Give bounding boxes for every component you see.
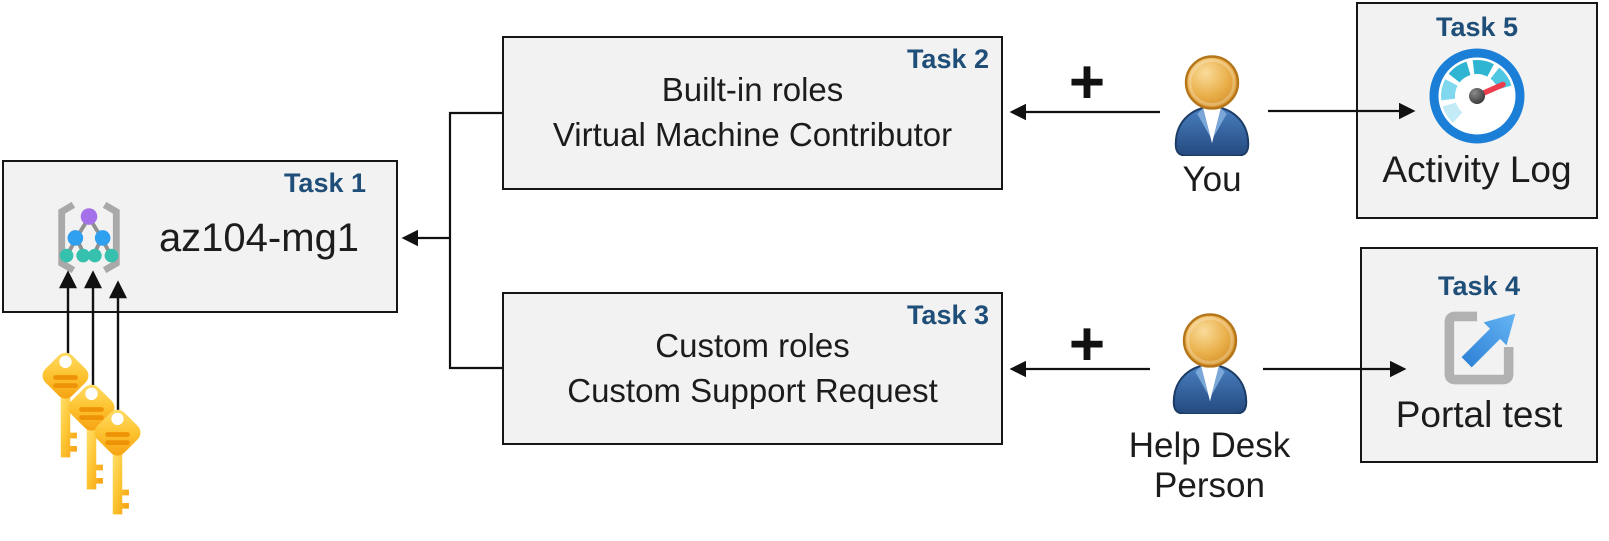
task3-line2: Custom Support Request [567, 371, 938, 409]
actor-help-desk: Help Desk Person [1129, 312, 1290, 507]
task1-title: az104-mg1 [158, 216, 360, 260]
task3-line1: Custom roles [655, 326, 850, 364]
activity-log-gauge-icon [1427, 46, 1527, 146]
person-icon [1163, 54, 1261, 156]
task1-label: Task 1 [283, 168, 366, 198]
task2-line2: Virtual Machine Contributor [552, 116, 953, 153]
task3-box: Task 3 Custom roles Custom Support Reque… [502, 292, 1003, 445]
task4-box: Task 4 Portal test [1360, 247, 1598, 463]
key-icon [90, 405, 145, 515]
task4-label: Task 4 [1437, 271, 1521, 301]
portal-test-icon [1435, 304, 1523, 392]
connector-elbow-tasks23 [448, 111, 502, 370]
task5-content: Task 5 Activity Log [1358, 4, 1596, 217]
plus-sign-bottom: + [1068, 309, 1106, 379]
task3-label: Task 3 [906, 300, 989, 330]
actor-help-desk-label: Help Desk Person [1129, 426, 1290, 507]
task5-box: Task 5 Activity Log [1356, 2, 1598, 219]
task4-content: Task 4 Portal test [1362, 249, 1596, 461]
actor-you: You [1157, 54, 1267, 200]
task1-content: az104-mg1 [4, 162, 396, 311]
management-group-icon [50, 197, 128, 277]
actor-help-desk-line1: Help Desk [1128, 426, 1291, 465]
key-icon [38, 348, 93, 458]
task2-box: Task 2 Built-in roles Virtual Machine Co… [502, 36, 1003, 190]
plus-sign-top: + [1068, 47, 1106, 117]
task2-line1: Built-in roles [661, 71, 844, 109]
actor-you-label: You [1182, 160, 1242, 199]
task3-content: Custom roles Custom Support Request [504, 294, 1001, 443]
task5-title: Activity Log [1382, 149, 1572, 190]
task1-box: Task 1 az104-mg1 [2, 160, 398, 313]
task2-content: Built-in roles Virtual Machine Contribut… [504, 38, 1001, 188]
key-icon [64, 380, 119, 490]
task5-label: Task 5 [1435, 12, 1519, 42]
keys-group [38, 348, 145, 515]
task2-label: Task 2 [906, 44, 989, 74]
person-icon [1161, 312, 1259, 414]
actor-help-desk-line2: Person [1154, 466, 1265, 506]
task4-title: Portal test [1395, 394, 1563, 435]
